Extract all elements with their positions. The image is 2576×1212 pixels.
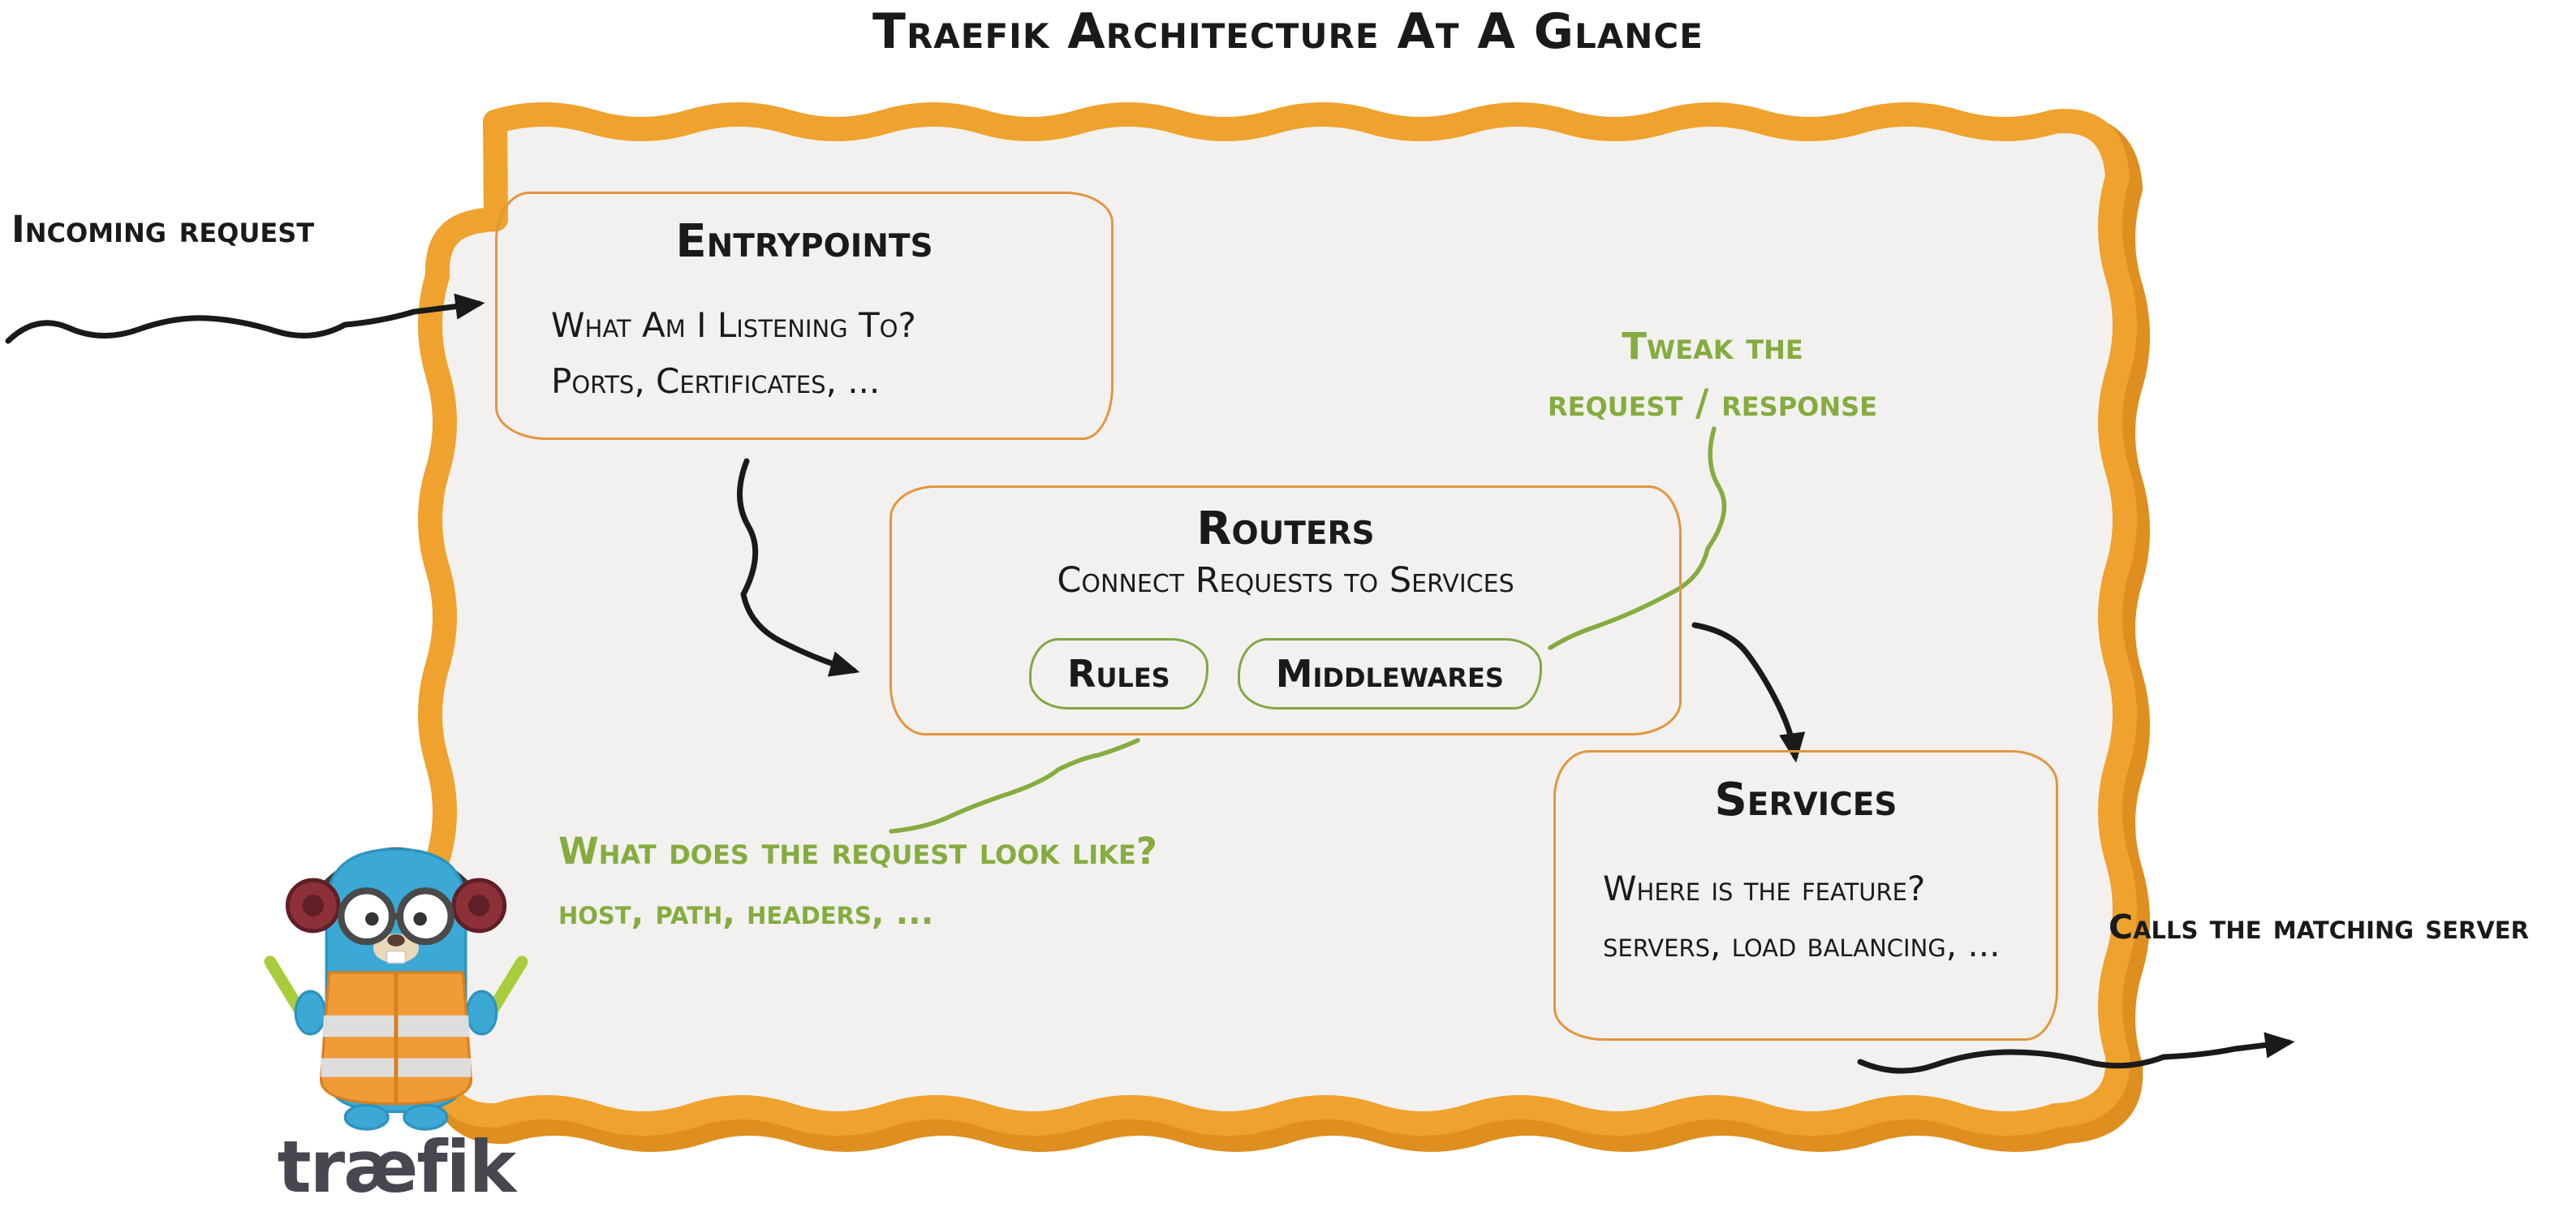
- request-look-annotation: What does the request look like? host, p…: [558, 820, 1157, 942]
- request-look-annotation-line1: What does the request look like?: [558, 830, 1157, 873]
- entrypoints-title: Entrypoints: [675, 215, 933, 268]
- gopher-foot-left: [343, 1103, 390, 1131]
- tweak-connector-line: [1548, 426, 1727, 650]
- rules-connector-line: [889, 738, 1140, 834]
- services-box: Services Where is the feature? servers, …: [1553, 750, 2058, 1041]
- traefik-logo: træfik: [258, 812, 534, 1209]
- tweak-annotation-line1: Tweak the: [1622, 325, 1803, 368]
- routers-pill-row: Rules Middlewares: [892, 638, 1679, 710]
- gopher-arm-right: [465, 990, 498, 1036]
- traefik-mascot: [264, 847, 528, 1131]
- glowstick-left-icon: [264, 955, 306, 1016]
- gopher-nose: [387, 934, 405, 947]
- outgoing-arrow: [1857, 1032, 2295, 1074]
- calls-matching-server-label: Calls the matching server: [2109, 908, 2529, 947]
- incoming-request-label: Incoming request: [11, 208, 315, 251]
- routers-to-services-arrow: [1691, 622, 1806, 763]
- entrypoints-line2: Ports, Certificates, ...: [551, 361, 881, 402]
- glowstick-right-icon: [486, 955, 528, 1016]
- headphone-cup-right-inner: [468, 895, 490, 917]
- traefik-wordmark: træfik: [277, 1125, 517, 1209]
- tweak-annotation: Tweak the request / response: [1526, 318, 1899, 432]
- routers-subtitle: Connect Requests to Services: [1057, 560, 1514, 601]
- incoming-arrow: [5, 293, 485, 344]
- entrypoints-line1: What Am I Listening To?: [551, 305, 916, 345]
- gopher-pupil-right: [413, 912, 427, 926]
- entrypoints-body: What Am I Listening To? Ports, Certifica…: [551, 297, 1111, 410]
- gopher-arm-left: [294, 990, 327, 1036]
- tweak-annotation-line2: request / response: [1547, 381, 1878, 425]
- rules-box: Rules: [1029, 638, 1208, 710]
- services-body: Where is the feature? servers, load bala…: [1603, 860, 2056, 973]
- services-line1: Where is the feature?: [1603, 869, 1926, 908]
- services-line2: servers, load balancing, ...: [1603, 925, 2001, 965]
- services-title: Services: [1714, 774, 1898, 826]
- gopher-snout: [373, 934, 420, 964]
- gopher-foot-right: [403, 1103, 449, 1131]
- entrypoints-to-routers-arrow: [737, 458, 860, 677]
- routers-box: Routers Connect Requests to Services Rul…: [890, 485, 1682, 735]
- routers-title: Routers: [1196, 502, 1375, 555]
- gopher-pupil-left: [365, 912, 379, 926]
- gopher-teeth: [386, 950, 407, 964]
- headphone-cup-left-inner: [302, 895, 324, 917]
- request-look-annotation-line2: host, path, headers, ...: [558, 892, 934, 932]
- entrypoints-box: Entrypoints What Am I Listening To? Port…: [495, 192, 1114, 440]
- middlewares-box: Middlewares: [1237, 638, 1542, 710]
- diagram-title: Traefik Architecture At A Glance: [872, 3, 1704, 60]
